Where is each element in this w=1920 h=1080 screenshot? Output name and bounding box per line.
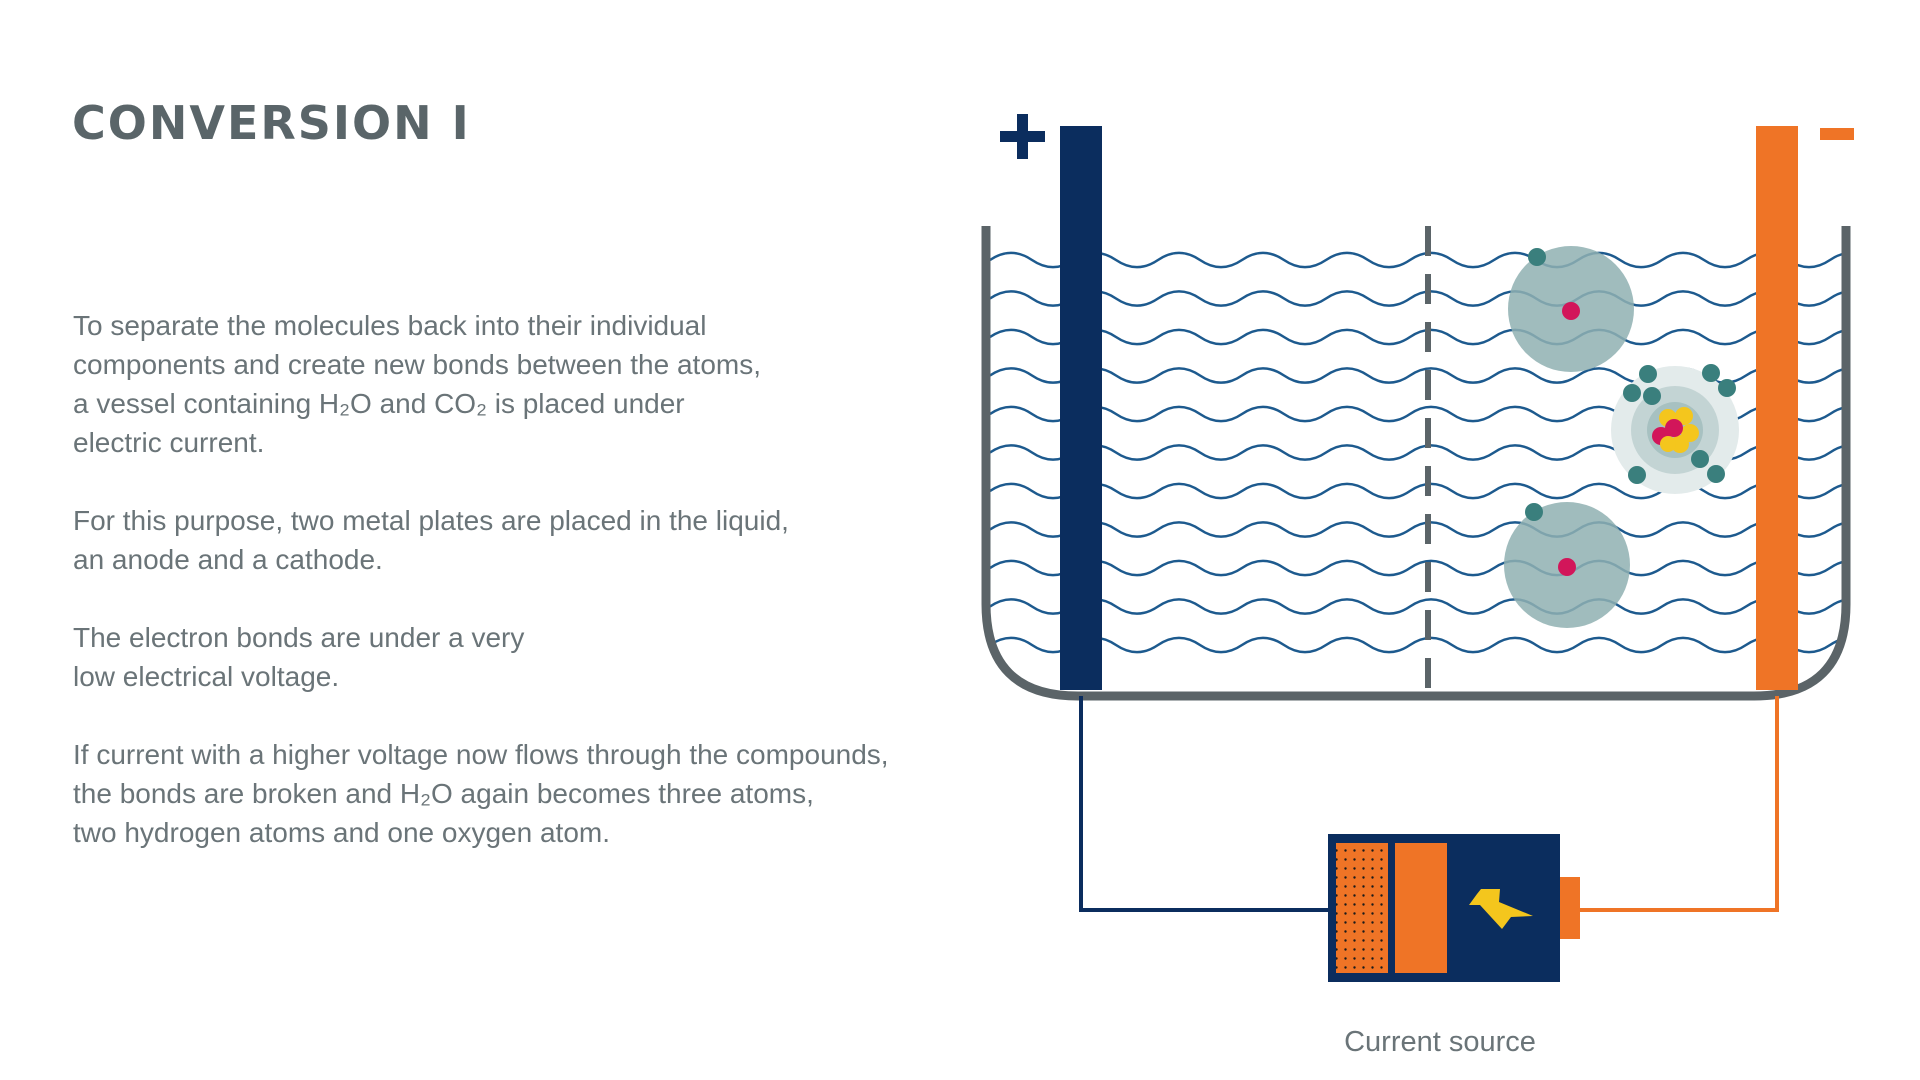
electron (1718, 379, 1736, 397)
text-line: To separate the molecules back into thei… (73, 310, 707, 341)
text-line: two hydrogen atoms and one oxygen atom. (73, 817, 611, 848)
electron (1628, 466, 1646, 484)
paragraph-3: The electron bonds are under a very low … (73, 618, 973, 696)
text-line: an anode and a cathode. (73, 544, 383, 575)
text-line: electric current. (73, 427, 265, 458)
water-wave-line (989, 598, 1846, 615)
water-waves (989, 251, 1846, 654)
plus-icon (1000, 114, 1045, 159)
hydrogen-nucleus (1558, 558, 1576, 576)
hydrogen-nucleus (1562, 302, 1580, 320)
paragraph-1: To separate the molecules back into thei… (73, 306, 973, 462)
text-line: The electron bonds are under a very (73, 622, 525, 653)
cathode-plate (1756, 126, 1798, 690)
text-line: For this purpose, two metal plates are p… (73, 505, 789, 536)
water-wave-line (989, 559, 1846, 577)
text-line: a vessel containing H₂O and CO₂ is place… (73, 388, 685, 419)
oxygen-atom (1611, 364, 1739, 494)
water-molecule-bottom (1504, 502, 1630, 628)
current-source-battery (1328, 834, 1580, 982)
water-molecule-top (1508, 246, 1634, 372)
text-line: If current with a higher voltage now flo… (73, 739, 889, 770)
paragraph-4: If current with a higher voltage now flo… (73, 735, 973, 852)
text-line: components and create new bonds between … (73, 349, 761, 380)
page-title: CONVERSION I (72, 96, 471, 150)
electron (1707, 465, 1725, 483)
anode-plate (1060, 126, 1102, 690)
electron (1639, 365, 1657, 383)
cathode-wire (1580, 696, 1779, 912)
electron (1525, 503, 1543, 521)
electron (1691, 450, 1709, 468)
vessel (981, 226, 1851, 701)
anode-wire (1079, 696, 1328, 912)
electron (1623, 384, 1641, 402)
current-source-label: Current source (1344, 1026, 1536, 1058)
minus-icon (1820, 128, 1854, 140)
paragraph-2: For this purpose, two metal plates are p… (73, 501, 973, 579)
text-line: low electrical voltage. (73, 661, 340, 692)
lightning-icon (1469, 889, 1533, 929)
text-line: the bonds are broken and H₂O again becom… (73, 778, 814, 809)
electron (1702, 364, 1720, 382)
electron (1643, 387, 1661, 405)
electron (1528, 248, 1546, 266)
explanation-text: To separate the molecules back into thei… (73, 306, 973, 891)
